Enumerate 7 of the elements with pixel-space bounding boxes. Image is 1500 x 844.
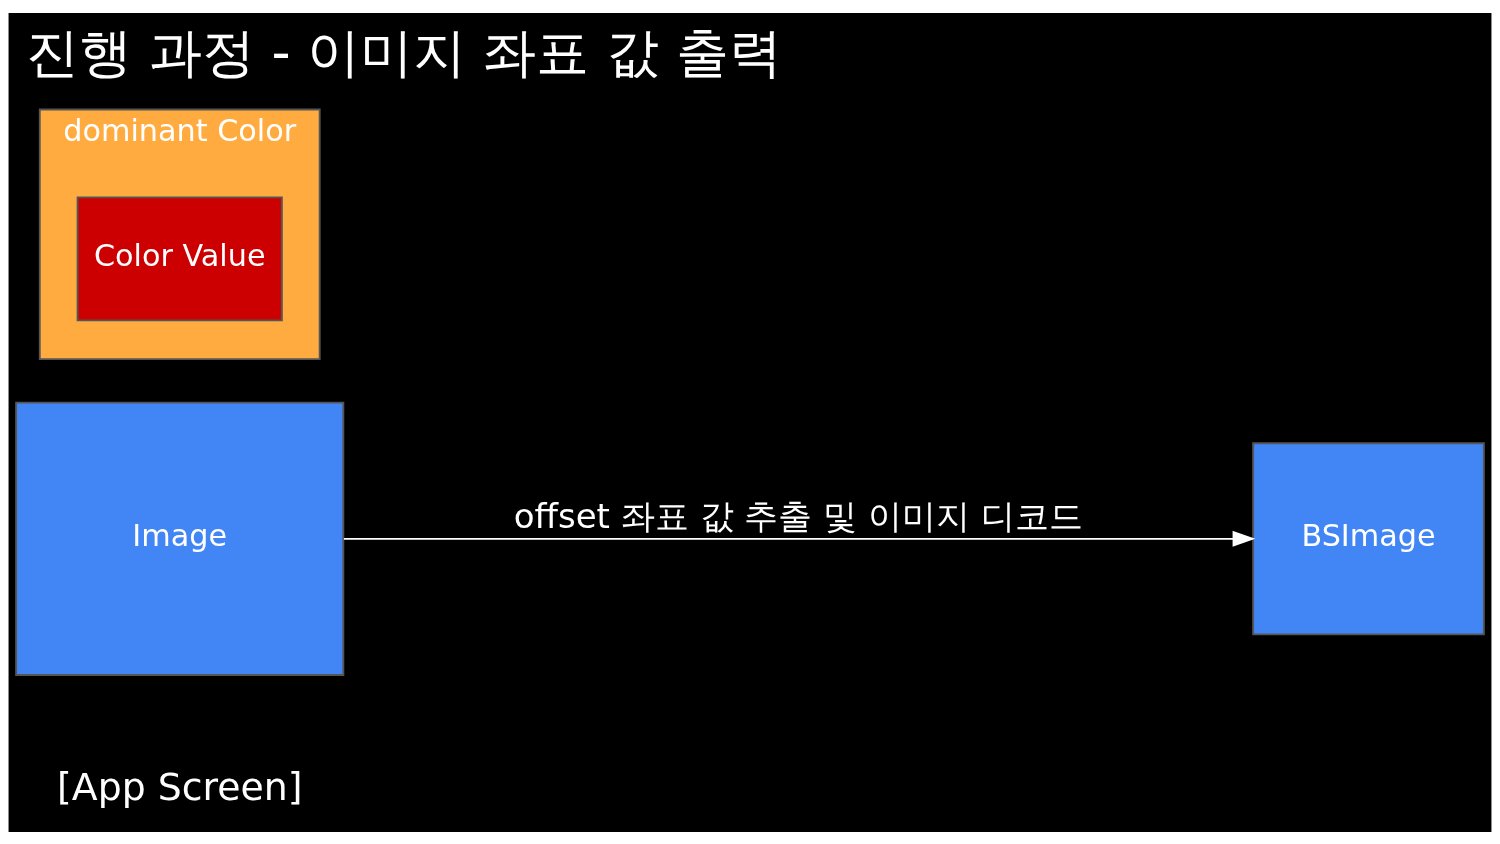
- node-box: BSImage: [1252, 441, 1485, 635]
- edge-label: offset 좌표 값 추출 및 이미지 디코드: [513, 495, 1083, 536]
- node-box: Color Value: [76, 195, 283, 321]
- node-box: Image: [15, 401, 345, 676]
- label: [App Screen]: [57, 764, 303, 809]
- diagram-title: 진행 과정 - 이미지 좌표 값 출력: [25, 21, 782, 82]
- arrow: [342, 530, 1256, 547]
